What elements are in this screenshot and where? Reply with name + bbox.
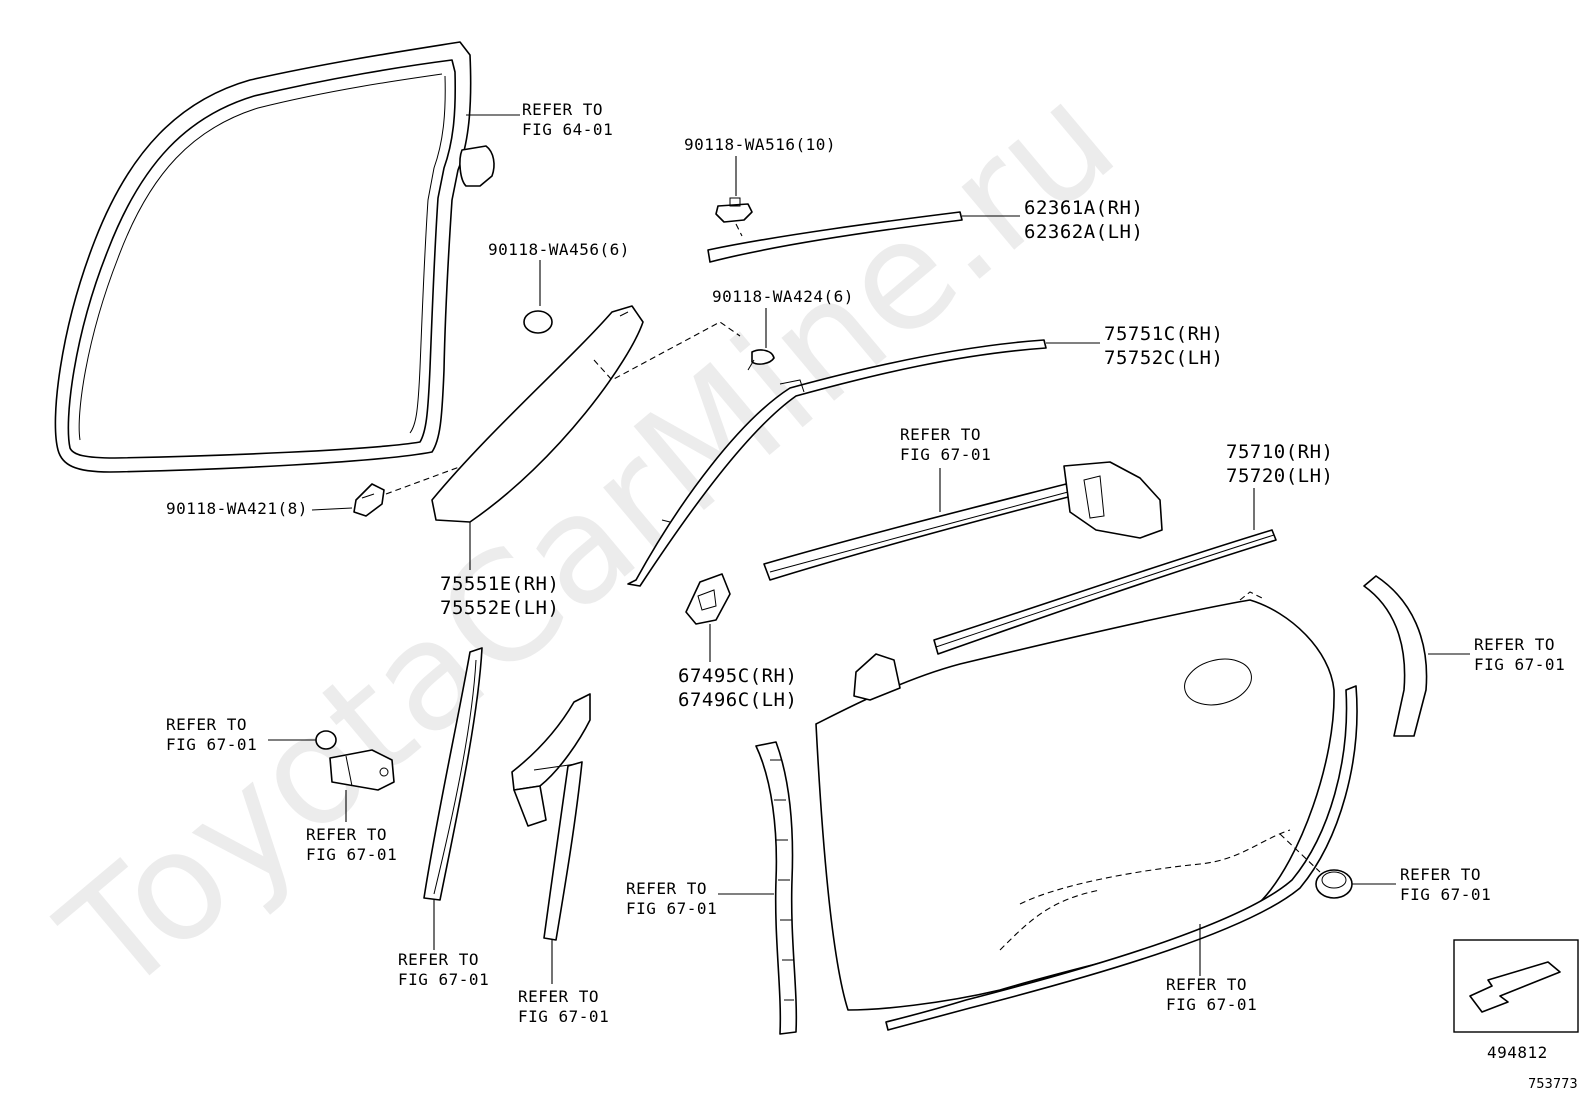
label-75710-rh: 75710(RH) xyxy=(1226,441,1333,463)
ref-triangle-line1: REFER TO xyxy=(518,987,599,1006)
hole-plug[interactable] xyxy=(1315,869,1353,899)
direction-box-code: 494812 xyxy=(1487,1043,1548,1062)
hinge-bracket[interactable] xyxy=(329,749,395,791)
label-90118-wa456: 90118-WA456(6) xyxy=(488,240,630,259)
label-62362a-lh: 62362A(LH) xyxy=(1024,221,1143,243)
ref-channel-line2: FIG 67-01 xyxy=(398,970,489,989)
clip-90118-wa421[interactable] xyxy=(353,483,385,517)
door-panel xyxy=(815,591,1335,1011)
label-75751c-rh: 75751C(RH) xyxy=(1104,323,1223,345)
ref-plug-line1: REFER TO xyxy=(1400,865,1481,884)
ref-hinge-line1: REFER TO xyxy=(626,879,707,898)
label-67496c-lh: 67496C(LH) xyxy=(678,689,797,711)
ref-bracket-line1: REFER TO xyxy=(306,825,387,844)
hinge-side-weatherstrip[interactable] xyxy=(755,741,798,1035)
door-weatherstrip[interactable] xyxy=(885,685,1358,1031)
ref-64-01-line2: FIG 64-01 xyxy=(522,120,613,139)
label-75552e-lh: 75552E(LH) xyxy=(440,597,559,619)
label-75752c-lh: 75752C(LH) xyxy=(1104,347,1223,369)
clip-90118-wa456[interactable] xyxy=(523,310,553,334)
label-90118-wa421: 90118-WA421(8) xyxy=(166,499,308,518)
ref-hinge-line2: FIG 67-01 xyxy=(626,899,717,918)
ref-belt-line1: REFER TO xyxy=(900,425,981,444)
rear-arc-weatherstrip[interactable] xyxy=(1363,575,1428,737)
ref-bracket-line2: FIG 67-01 xyxy=(306,845,397,864)
ref-triangle-line2: FIG 67-01 xyxy=(518,1007,609,1026)
ref-reararc-line1: REFER TO xyxy=(1474,635,1555,654)
grommet-left[interactable] xyxy=(315,730,337,750)
label-67495c-rh: 67495C(RH) xyxy=(678,665,797,687)
ref-grommet-line1: REFER TO xyxy=(166,715,247,734)
glass-run-channel[interactable] xyxy=(423,647,483,901)
ref-belt-line2: FIG 67-01 xyxy=(900,445,991,464)
bracket-67495c[interactable] xyxy=(685,573,731,625)
ref-channel-line1: REFER TO xyxy=(398,950,479,969)
ref-plug-line2: FIG 67-01 xyxy=(1400,885,1491,904)
belt-weatherstrip-inner[interactable] xyxy=(763,461,1163,581)
roof-drip-molding-62361a[interactable] xyxy=(707,211,963,263)
label-90118-wa516: 90118-WA516(10) xyxy=(684,135,836,154)
figure-code: 753773 xyxy=(1528,1077,1578,1092)
ref-grommet-line2: FIG 67-01 xyxy=(166,735,257,754)
belt-molding-75710[interactable] xyxy=(933,529,1277,655)
ref-reararc-line2: FIG 67-01 xyxy=(1474,655,1565,674)
label-75551e-rh: 75551E(RH) xyxy=(440,573,559,595)
direction-box xyxy=(1453,939,1579,1033)
door-frame-molding-75751c[interactable] xyxy=(627,339,1047,587)
ref-doorseal-line2: FIG 67-01 xyxy=(1166,995,1257,1014)
door-opening-weatherstrip[interactable] xyxy=(54,41,495,473)
ref-doorseal-line1: REFER TO xyxy=(1166,975,1247,994)
clip-90118-wa424[interactable] xyxy=(747,349,775,371)
label-75720-lh: 75720(LH) xyxy=(1226,465,1333,487)
ref-64-01-line1: REFER TO xyxy=(522,100,603,119)
label-62361a-rh: 62361A(RH) xyxy=(1024,197,1143,219)
label-90118-wa424: 90118-WA424(6) xyxy=(712,287,854,306)
clip-90118-wa516[interactable] xyxy=(715,197,753,223)
front-lower-sash-and-triangle[interactable] xyxy=(511,693,591,941)
arrow-icon xyxy=(1469,961,1561,1013)
